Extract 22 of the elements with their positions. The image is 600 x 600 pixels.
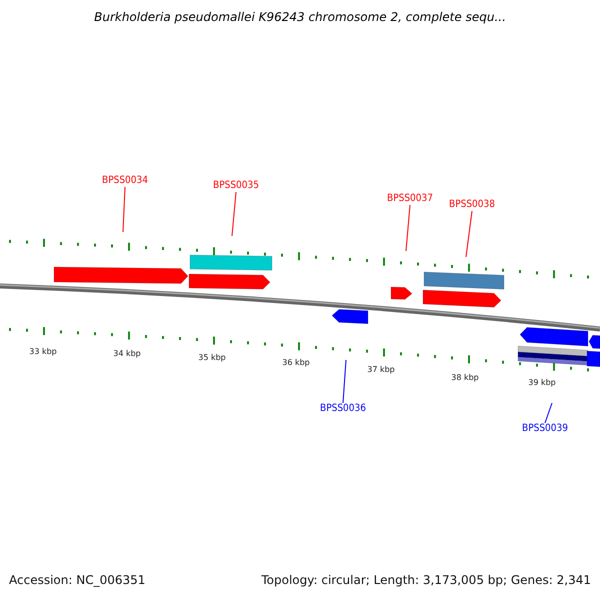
leader-line [232, 192, 236, 236]
scale-label: 39 kbp [528, 378, 556, 387]
leader-line [544, 402, 552, 424]
leader-line [406, 204, 410, 252]
leader-line [466, 210, 472, 258]
gene-label: BPSS0038 [449, 199, 495, 211]
footer-text: Topology: circular; Length: 3,173,005 bp; Genes: 2,341 [261, 573, 591, 587]
scale-label: 36 kbp [282, 358, 310, 367]
footer-text: Accession: NC_006351 [9, 573, 146, 587]
scale-label: 37 kbp [367, 365, 395, 374]
scale-label: 33 kbp [29, 347, 57, 356]
scale-label: 38 kbp [451, 373, 479, 382]
leader-line [342, 360, 346, 404]
gene-label: BPSS0037 [387, 193, 433, 205]
gene-label: BPSS0039 [522, 423, 568, 435]
gene-label: BPSS0034 [102, 175, 148, 187]
scale-label: 34 kbp [113, 349, 141, 358]
leader-line [122, 186, 126, 232]
gene-label: BPSS0036 [320, 403, 366, 415]
gene-label: BPSS0035 [213, 180, 259, 192]
chart-title: Burkholderia pseudomallei K96243 chromosome 2, complete sequ... [93, 10, 507, 24]
scale-label: 35 kbp [198, 353, 226, 362]
